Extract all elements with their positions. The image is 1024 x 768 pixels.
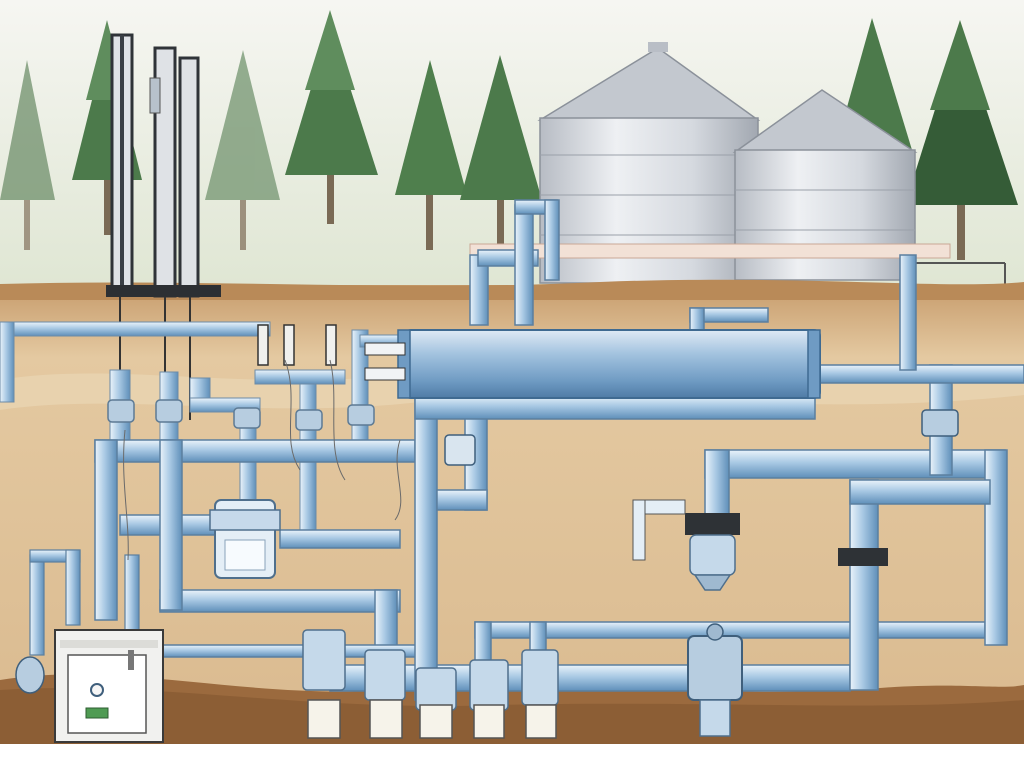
hanging-pump <box>632 499 740 591</box>
valve-icon <box>921 409 959 437</box>
pump-row <box>302 623 743 739</box>
pump-icon <box>469 659 509 739</box>
upper-valves <box>107 324 375 431</box>
tree-icon <box>0 60 55 250</box>
filter-housing <box>209 499 281 579</box>
valve-icon <box>444 434 476 466</box>
valve-icon <box>233 407 261 429</box>
pressure-vessel <box>364 329 821 399</box>
status-led-icon <box>85 707 109 719</box>
pump-icon <box>364 649 406 739</box>
left-risers <box>15 549 140 694</box>
valve-icon <box>295 409 323 431</box>
gate-valve-icon <box>687 623 743 737</box>
tree-icon <box>205 50 280 250</box>
valve-icon <box>347 404 375 426</box>
control-box <box>54 629 164 743</box>
pump-icon <box>521 649 559 739</box>
pump-icon <box>415 667 457 739</box>
pipe-network <box>94 199 1024 703</box>
tree-icon <box>285 10 378 224</box>
pump-icon <box>302 629 346 739</box>
tree-icon <box>395 60 467 250</box>
tree-icon <box>905 20 1018 260</box>
tree-icon <box>460 55 542 250</box>
valve-icon <box>838 548 888 566</box>
valve-icon <box>107 399 135 423</box>
valve-icon <box>155 399 183 423</box>
control-wiring <box>123 359 402 561</box>
tank-platform <box>469 243 951 259</box>
well-casings <box>106 33 221 420</box>
power-indicator-icon <box>90 683 104 697</box>
